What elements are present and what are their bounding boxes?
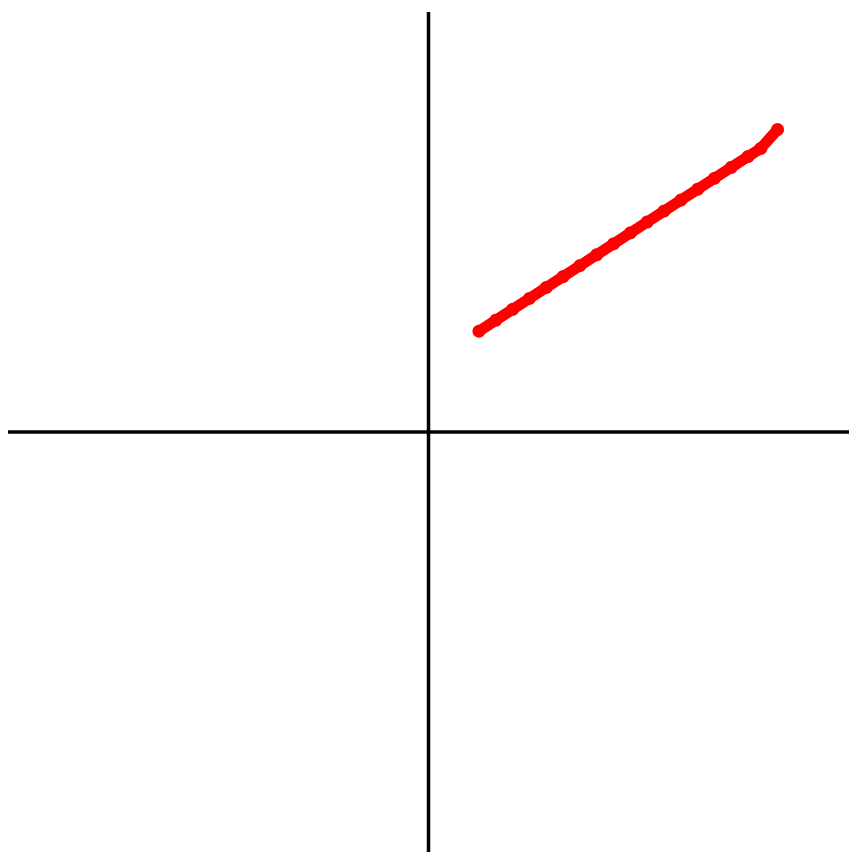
data-point — [674, 193, 688, 207]
data-point — [691, 182, 705, 196]
data-point — [556, 270, 570, 284]
data-point — [707, 171, 721, 185]
data-point — [506, 302, 520, 316]
data-point — [573, 259, 587, 273]
data-point — [724, 160, 738, 174]
data-point — [607, 237, 621, 251]
data-point — [489, 313, 503, 327]
data-point — [472, 324, 486, 338]
data-point — [657, 204, 671, 218]
data-series — [472, 123, 785, 338]
data-point — [539, 281, 553, 295]
axes — [8, 12, 849, 852]
data-point — [640, 215, 654, 229]
data-point — [754, 142, 768, 155]
data-point — [623, 226, 637, 240]
data-point — [771, 123, 785, 137]
data-point — [590, 248, 604, 262]
data-point — [741, 149, 755, 163]
data-point — [522, 291, 536, 305]
